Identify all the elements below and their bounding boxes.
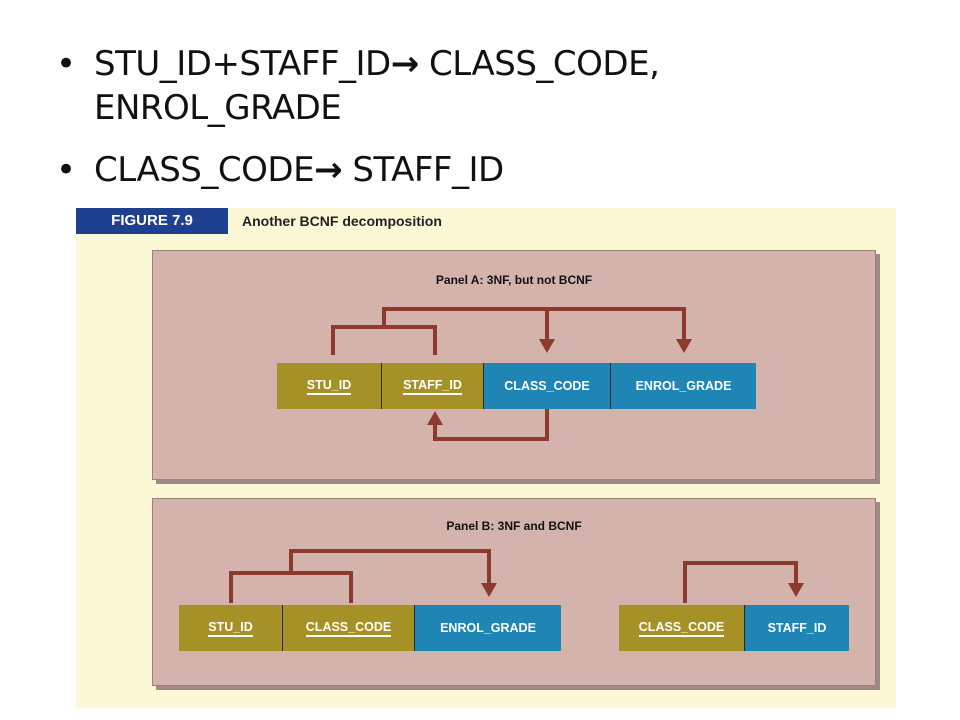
figure: FIGURE 7.9 Another BCNF decomposition Pa… bbox=[76, 208, 896, 708]
bullet-lhs: CLASS_CODE bbox=[94, 150, 315, 190]
arrow-right-icon: → bbox=[314, 150, 343, 190]
attr-staff-id: STAFF_ID bbox=[745, 605, 849, 651]
attr-enrol-grade: ENROL_GRADE bbox=[415, 605, 561, 651]
attr-staff-id: STAFF_ID bbox=[382, 363, 484, 409]
panel-b: Panel B: 3NF and BCNF STU_ID CLASS_CODE … bbox=[152, 498, 876, 686]
panel-b-dependency-arrows bbox=[229, 549, 804, 603]
bullet-rhs: CLASS_CODE, bbox=[418, 44, 660, 84]
bullet-list: • STU_ID+STAFF_ID→ CLASS_CODE, ENROL_GRA… bbox=[56, 42, 916, 210]
bullet-item: • STU_ID+STAFF_ID→ CLASS_CODE, ENROL_GRA… bbox=[56, 42, 916, 130]
attr-class-code: CLASS_CODE bbox=[484, 363, 611, 409]
panel-a: Panel A: 3NF, but not BCNF STU_ID STAFF_… bbox=[152, 250, 876, 480]
bullet-lhs: STU_ID+STAFF_ID bbox=[94, 44, 391, 84]
attr-class-code: CLASS_CODE bbox=[283, 605, 415, 651]
panel-a-dependency-arrows bbox=[331, 307, 692, 441]
figure-header: FIGURE 7.9 Another BCNF decomposition bbox=[76, 208, 896, 234]
bullet-dot-icon: • bbox=[56, 150, 76, 190]
figure-label: FIGURE 7.9 bbox=[76, 208, 228, 234]
attr-class-code: CLASS_CODE bbox=[619, 605, 745, 651]
attr-enrol-grade: ENROL_GRADE bbox=[611, 363, 756, 409]
panel-a-title: Panel A: 3NF, but not BCNF bbox=[435, 273, 593, 287]
bullet-rhs: STAFF_ID bbox=[342, 150, 504, 190]
bullet-item: • CLASS_CODE→ STAFF_ID bbox=[56, 148, 916, 192]
bullet-dot-icon: • bbox=[56, 44, 76, 84]
attr-stu-id: STU_ID bbox=[277, 363, 382, 409]
bullet-rhs-continued: ENROL_GRADE bbox=[94, 88, 342, 128]
panel-b-title: Panel B: 3NF and BCNF bbox=[446, 519, 582, 533]
arrow-right-icon: → bbox=[390, 44, 420, 84]
figure-title: Another BCNF decomposition bbox=[242, 213, 442, 229]
attr-stu-id: STU_ID bbox=[179, 605, 283, 651]
